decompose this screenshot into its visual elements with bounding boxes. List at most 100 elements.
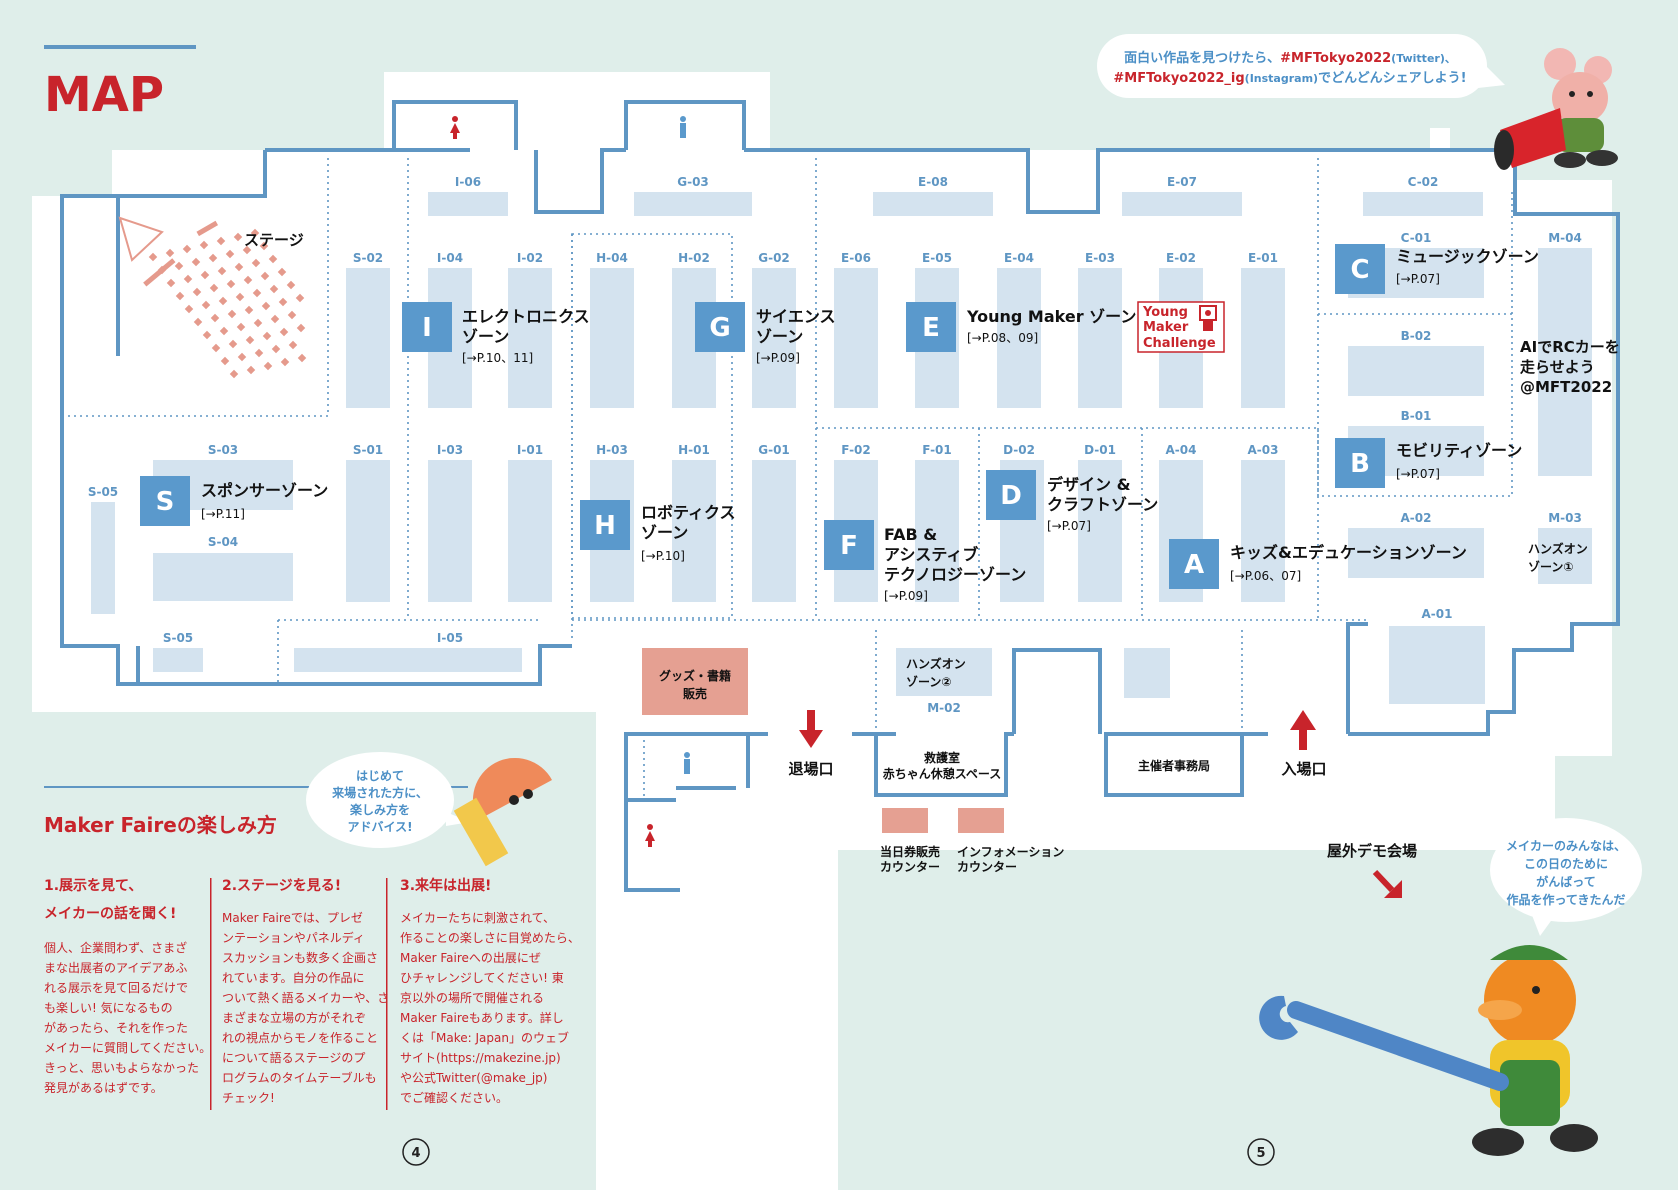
svg-text:退場口: 退場口 (788, 760, 833, 778)
booth-label: E-03 (1085, 251, 1115, 265)
svg-text:販売: 販売 (683, 686, 707, 701)
booth-label: D-01 (1084, 443, 1116, 457)
seat (297, 353, 307, 363)
svg-text:について語るステージのプ: について語るステージのプ (222, 1050, 365, 1065)
booth-label: G-03 (677, 175, 709, 189)
svg-text:1.展示を見て、: 1.展示を見て、 (44, 878, 142, 894)
seat (174, 261, 184, 271)
booth-label: A-03 (1248, 443, 1279, 457)
seat (263, 361, 273, 371)
seat (237, 352, 247, 362)
zone-dividers (64, 158, 1513, 800)
booth (915, 460, 959, 602)
svg-text:クラフトゾーン: クラフトゾーン (1047, 495, 1158, 514)
booth-label: I-06 (455, 175, 481, 189)
svg-text:エレクトロニクス: エレクトロニクス (462, 307, 590, 326)
svg-text:I: I (422, 313, 432, 343)
booth-label: D-02 (1003, 443, 1035, 457)
svg-text:くは「Make: Japan」のウェブ: くは「Make: Japan」のウェブ (400, 1030, 569, 1045)
seat (227, 309, 237, 319)
seat (175, 291, 185, 301)
booth (873, 192, 993, 216)
seat (269, 284, 279, 294)
svg-text:E: E (922, 313, 940, 343)
seat (209, 283, 219, 293)
svg-text:作品を作ってきたんだ: 作品を作ってきたんだ (1506, 892, 1625, 907)
svg-text:Maker Faireへの出展にぜ: Maker Faireへの出展にぜ (400, 951, 541, 965)
svg-text:ゾーン: ゾーン (756, 327, 803, 346)
booth-label: E-08 (918, 175, 948, 189)
zone-g: G サイエンス ゾーン [→P.09] (695, 302, 836, 365)
svg-text:[→P.07]: [→P.07] (1396, 272, 1440, 286)
seat (202, 330, 212, 340)
first-aid-label: 救護室 赤ちゃん休憩スペース (883, 750, 1002, 781)
seat (220, 356, 230, 366)
svg-text:C: C (1350, 255, 1369, 285)
booth (1078, 460, 1122, 602)
page-number-left: 4 (402, 1138, 430, 1166)
stage-seating (118, 216, 307, 379)
svg-text:カウンター: カウンター (880, 860, 940, 874)
seat (254, 348, 264, 358)
svg-text:Challenge: Challenge (1143, 336, 1216, 351)
svg-text:ハンズオン: ハンズオン (906, 656, 966, 671)
svg-text:カウンター: カウンター (957, 860, 1017, 874)
svg-text:ひチャレンジしてください! 東: ひチャレンジしてください! 東 (400, 971, 564, 985)
svg-text:当日券販売: 当日券販売 (880, 844, 940, 859)
male-restroom-icon (680, 116, 686, 138)
zone-badge: F (824, 520, 874, 570)
svg-text:H: H (594, 511, 616, 541)
zone-badge: C (1335, 244, 1385, 294)
zone-s: S スポンサーゾーン [→P.11] (140, 476, 328, 526)
zone-badge: D (986, 470, 1036, 520)
seat (288, 340, 298, 350)
svg-text:があったら、それを作った: があったら、それを作った (44, 1020, 188, 1035)
svg-text:メイカーの話を聞く!: メイカーの話を聞く! (44, 905, 176, 922)
booth-label: S-01 (353, 443, 383, 457)
guide-title: Maker Faireの楽しみ方 (44, 813, 277, 837)
seat (233, 232, 243, 242)
svg-text:Young: Young (1142, 305, 1188, 320)
svg-text:[→P.08、09]: [→P.08、09] (967, 331, 1038, 345)
svg-text:まざまな立場の方がそれぞ: まざまな立場の方がそれぞ (222, 1010, 366, 1025)
svg-text:ログラムのタイムテーブルも: ログラムのタイムテーブルも (222, 1070, 377, 1085)
booth-label: E-02 (1166, 251, 1196, 265)
seat (192, 287, 202, 297)
booth-id-labels: I-06 G-03 E-08 E-07 C-02 S-02 I-04 I-02 … (88, 175, 1582, 715)
booth-label: C-02 (1408, 175, 1439, 189)
seat (218, 296, 228, 306)
svg-text:アシスティブ: アシスティブ (884, 545, 978, 564)
seat (296, 323, 306, 333)
svg-text:テクノロジーゾーン: テクノロジーゾーン (884, 565, 1026, 584)
booth-label: S-03 (208, 443, 238, 457)
svg-text:#MFTokyo2022_ig(Instagram)でどんど: #MFTokyo2022_ig(Instagram)でどんどんシェアしよう! (1113, 71, 1466, 86)
seat (271, 344, 281, 354)
booth (346, 460, 390, 602)
booth (896, 648, 992, 696)
seat (245, 335, 255, 345)
booth-label: A-04 (1166, 443, 1197, 457)
booth (428, 192, 508, 216)
booth-label: H-03 (596, 443, 628, 457)
booth-label: I-03 (437, 443, 463, 457)
seat (166, 278, 176, 288)
booth (1124, 648, 1170, 698)
seat (219, 326, 229, 336)
seat (242, 245, 252, 255)
svg-text:グッズ・書籍: グッズ・書籍 (659, 668, 731, 683)
booth-label: G-02 (758, 251, 790, 265)
svg-text:ミュージックゾーン: ミュージックゾーン (1396, 247, 1539, 266)
seat (259, 241, 269, 251)
booth (508, 268, 552, 408)
svg-text:Young Maker ゾーン: Young Maker ゾーン (966, 307, 1136, 326)
zone-f: F FAB & アシスティブ テクノロジーゾーン [→P.09] (824, 520, 1026, 603)
booth-label: A-01 (1422, 607, 1453, 621)
booth-label: I-05 (437, 631, 463, 645)
outdoor-demo-marker: 屋外デモ会場 (1327, 842, 1417, 898)
info-counter-label: インフォメーション カウンター (957, 845, 1064, 874)
svg-text:まな出展者のアイデアあふ: まな出展者のアイデアあふ (44, 960, 187, 975)
svg-text:[→P.11]: [→P.11] (201, 507, 245, 521)
svg-text:[→P.10]: [→P.10] (641, 549, 685, 563)
svg-text:@MFT2022: @MFT2022 (1520, 378, 1612, 396)
svg-text:きっと、思いもよらなかった: きっと、思いもよらなかった (44, 1061, 199, 1075)
